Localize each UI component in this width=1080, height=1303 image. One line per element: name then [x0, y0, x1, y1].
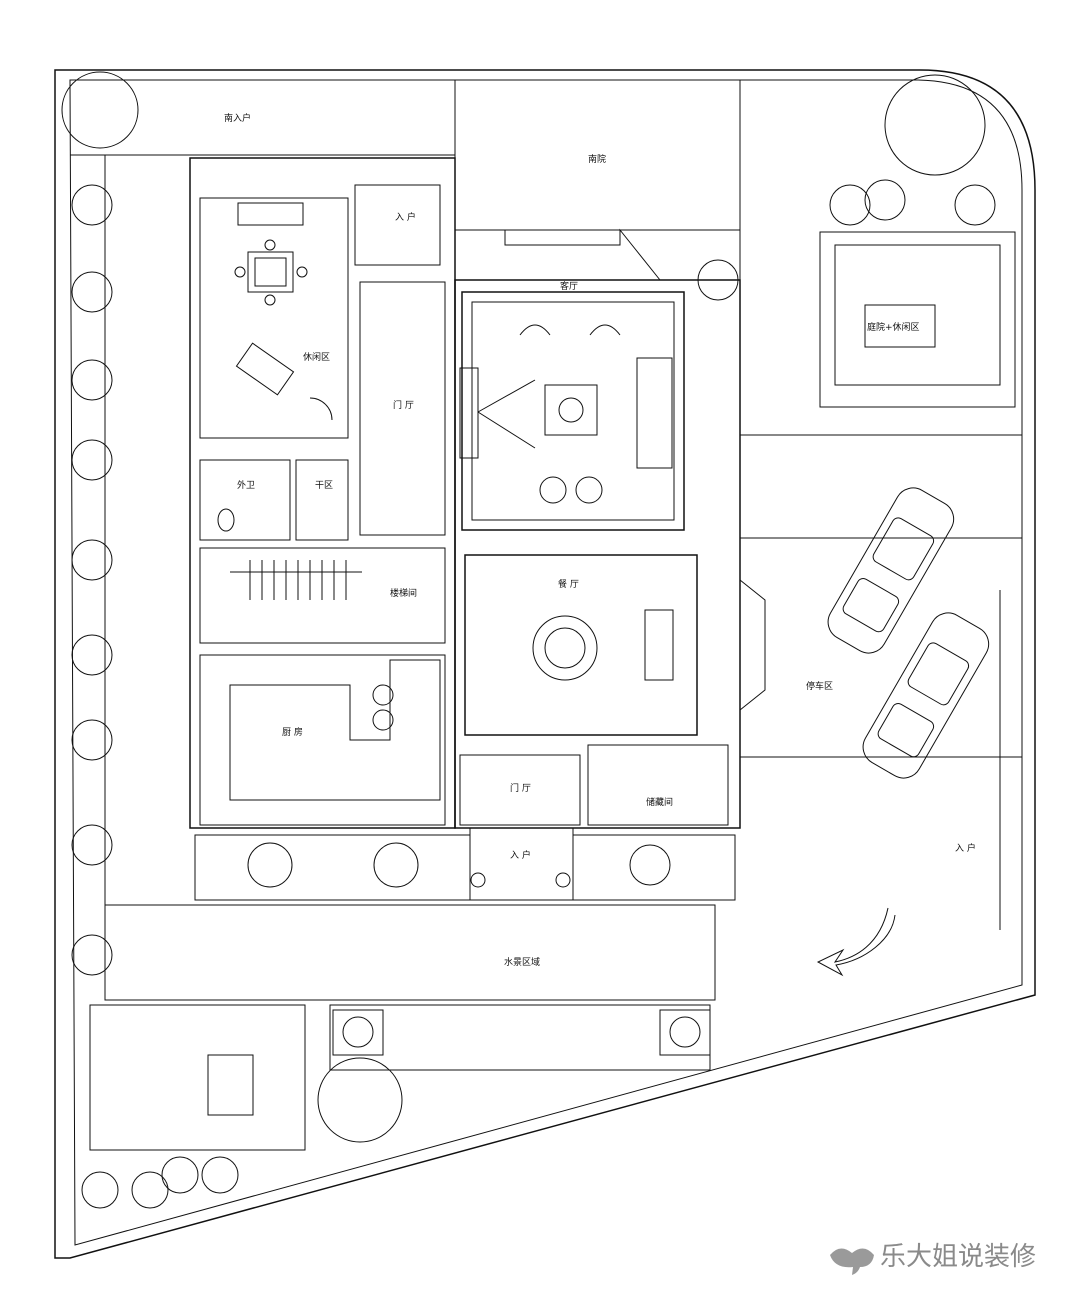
water-feature-area — [104, 904, 716, 1001]
lounge-chair — [235, 342, 295, 396]
house-east-wall — [454, 279, 741, 829]
label-guest-wc: 外卫 — [237, 479, 255, 491]
toilet-icon — [217, 508, 235, 532]
coffee-table — [544, 384, 598, 436]
kitchen-room — [199, 654, 446, 826]
label-entry-top: 入 户 — [395, 211, 416, 223]
sideboard — [237, 202, 304, 226]
tv-unit — [459, 367, 479, 459]
label-entry-right: 入 户 — [955, 842, 976, 854]
leisure-room — [199, 197, 349, 439]
dining-room — [464, 554, 698, 736]
stone-circles-icon — [81, 179, 996, 1209]
label-foyer: 门 厅 — [393, 399, 414, 411]
label-leisure: 休闲区 — [303, 351, 330, 363]
label-stair: 楼梯间 — [390, 587, 417, 599]
door-swing — [309, 397, 333, 421]
entry-top-area — [354, 184, 441, 266]
pool — [329, 1004, 711, 1071]
car-1 — [827, 487, 955, 654]
site-boundary — [54, 69, 1036, 1259]
courtyard-table — [864, 304, 936, 348]
west-porch — [194, 834, 471, 901]
dry-zone-room — [295, 459, 349, 541]
stool-2 — [575, 476, 603, 504]
courtyard-area — [819, 231, 1016, 408]
entry-arrow-icon — [816, 907, 896, 977]
label-vestibule: 门 厅 — [510, 782, 531, 794]
pavilion-table — [207, 1054, 254, 1116]
label-parking: 停车区 — [806, 680, 833, 692]
label-dining: 餐 厅 — [558, 578, 579, 590]
vestibule-room — [459, 754, 581, 826]
foyer-room — [359, 281, 446, 536]
label-dry-zone: 干区 — [315, 480, 333, 491]
living-room — [461, 291, 685, 531]
main-entry-porch — [469, 827, 574, 901]
label-living: 客厅 — [560, 280, 578, 292]
tree-row-icon — [71, 184, 113, 976]
label-south-entry: 南入户 — [224, 112, 251, 124]
dining-bay — [739, 579, 766, 711]
label-storage: 储藏间 — [646, 796, 673, 808]
kitchen-counter — [229, 659, 441, 801]
label-courtyard-leisure: 庭院+休闲区 — [867, 321, 920, 333]
stair-room — [199, 547, 446, 644]
label-kitchen: 厨 房 — [282, 726, 303, 738]
watermark-text: 乐大姐说装修 — [880, 1242, 1036, 1272]
sideboard-dining — [644, 609, 674, 681]
east-porch — [572, 834, 736, 901]
bay-window — [455, 228, 661, 281]
car-2 — [862, 612, 990, 779]
label-south-yard: 南院 — [588, 153, 606, 165]
pavilion — [89, 1004, 306, 1151]
label-main-entry: 入 户 — [510, 849, 531, 861]
label-water-feature: 水景区域 — [504, 956, 540, 968]
stair-steps — [230, 560, 362, 600]
armchairs — [519, 324, 621, 336]
living-rug — [471, 301, 675, 521]
stool-1 — [539, 476, 567, 504]
watermark: 乐大姐说装修 — [830, 1242, 1036, 1275]
tree-cluster-icon — [61, 71, 986, 1143]
sofa — [636, 357, 673, 469]
leisure-table — [234, 239, 308, 306]
inner-boundary — [69, 79, 1023, 1246]
storage-room — [587, 744, 729, 826]
guest-wc-room — [199, 459, 291, 541]
dining-table — [532, 615, 598, 681]
wechat-icon — [830, 1248, 874, 1275]
